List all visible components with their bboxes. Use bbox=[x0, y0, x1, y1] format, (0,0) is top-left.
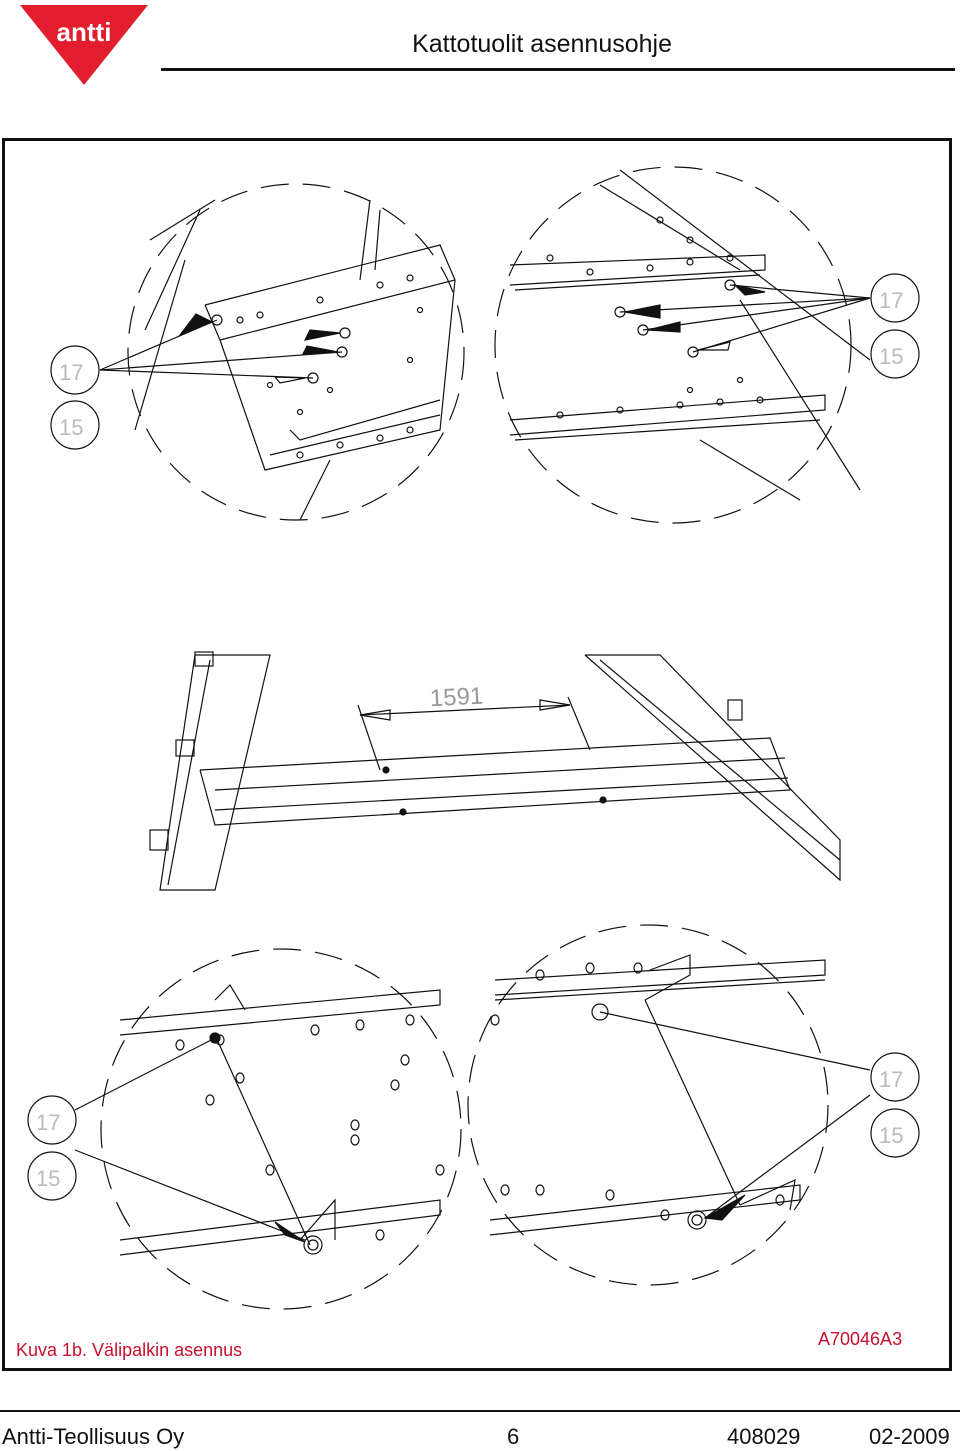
detail-circle bbox=[100, 948, 462, 1310]
footer-company: Antti-Teollisuus Oy bbox=[2, 1424, 185, 1449]
holes bbox=[236, 274, 424, 459]
callout-17-tr: 17 bbox=[879, 288, 903, 313]
drawing-code: A70046A3 bbox=[818, 1329, 903, 1349]
dimension-label: 1591 bbox=[429, 683, 484, 713]
page-title: Kattotuolit asennusohje bbox=[412, 30, 672, 58]
callout-15-tl: 15 bbox=[59, 415, 83, 440]
footer-doc-number: 408029 bbox=[727, 1424, 801, 1449]
callout-15-bl: 15 bbox=[36, 1166, 60, 1191]
detail-bottom-right bbox=[467, 924, 920, 1286]
logo-text: antti bbox=[57, 17, 112, 47]
header-rule bbox=[161, 68, 955, 71]
detail-circle bbox=[494, 166, 852, 524]
footer-rule bbox=[0, 1410, 960, 1412]
holes bbox=[546, 216, 764, 419]
callout-17-bl: 17 bbox=[36, 1110, 60, 1135]
figure-caption: Kuva 1b. Välipalkin asennus bbox=[16, 1340, 243, 1360]
detail-circle bbox=[127, 183, 465, 521]
holes bbox=[175, 1014, 445, 1241]
footer-page-number: 6 bbox=[507, 1424, 520, 1449]
detail-circle bbox=[467, 924, 829, 1286]
overview-truss bbox=[149, 651, 841, 891]
callout-17-tl: 17 bbox=[59, 360, 83, 385]
callout-17-br: 17 bbox=[879, 1067, 903, 1092]
antti-logo: antti bbox=[20, 5, 148, 85]
footer-date: 02-2009 bbox=[869, 1424, 950, 1449]
callout-15-tr: 15 bbox=[879, 344, 903, 369]
figure-frame bbox=[2, 138, 952, 1371]
callout-15-br: 15 bbox=[879, 1123, 903, 1148]
holes bbox=[490, 962, 785, 1221]
detail-top-right bbox=[494, 166, 920, 524]
detail-top-left bbox=[50, 183, 465, 521]
detail-bottom-left bbox=[27, 948, 462, 1310]
